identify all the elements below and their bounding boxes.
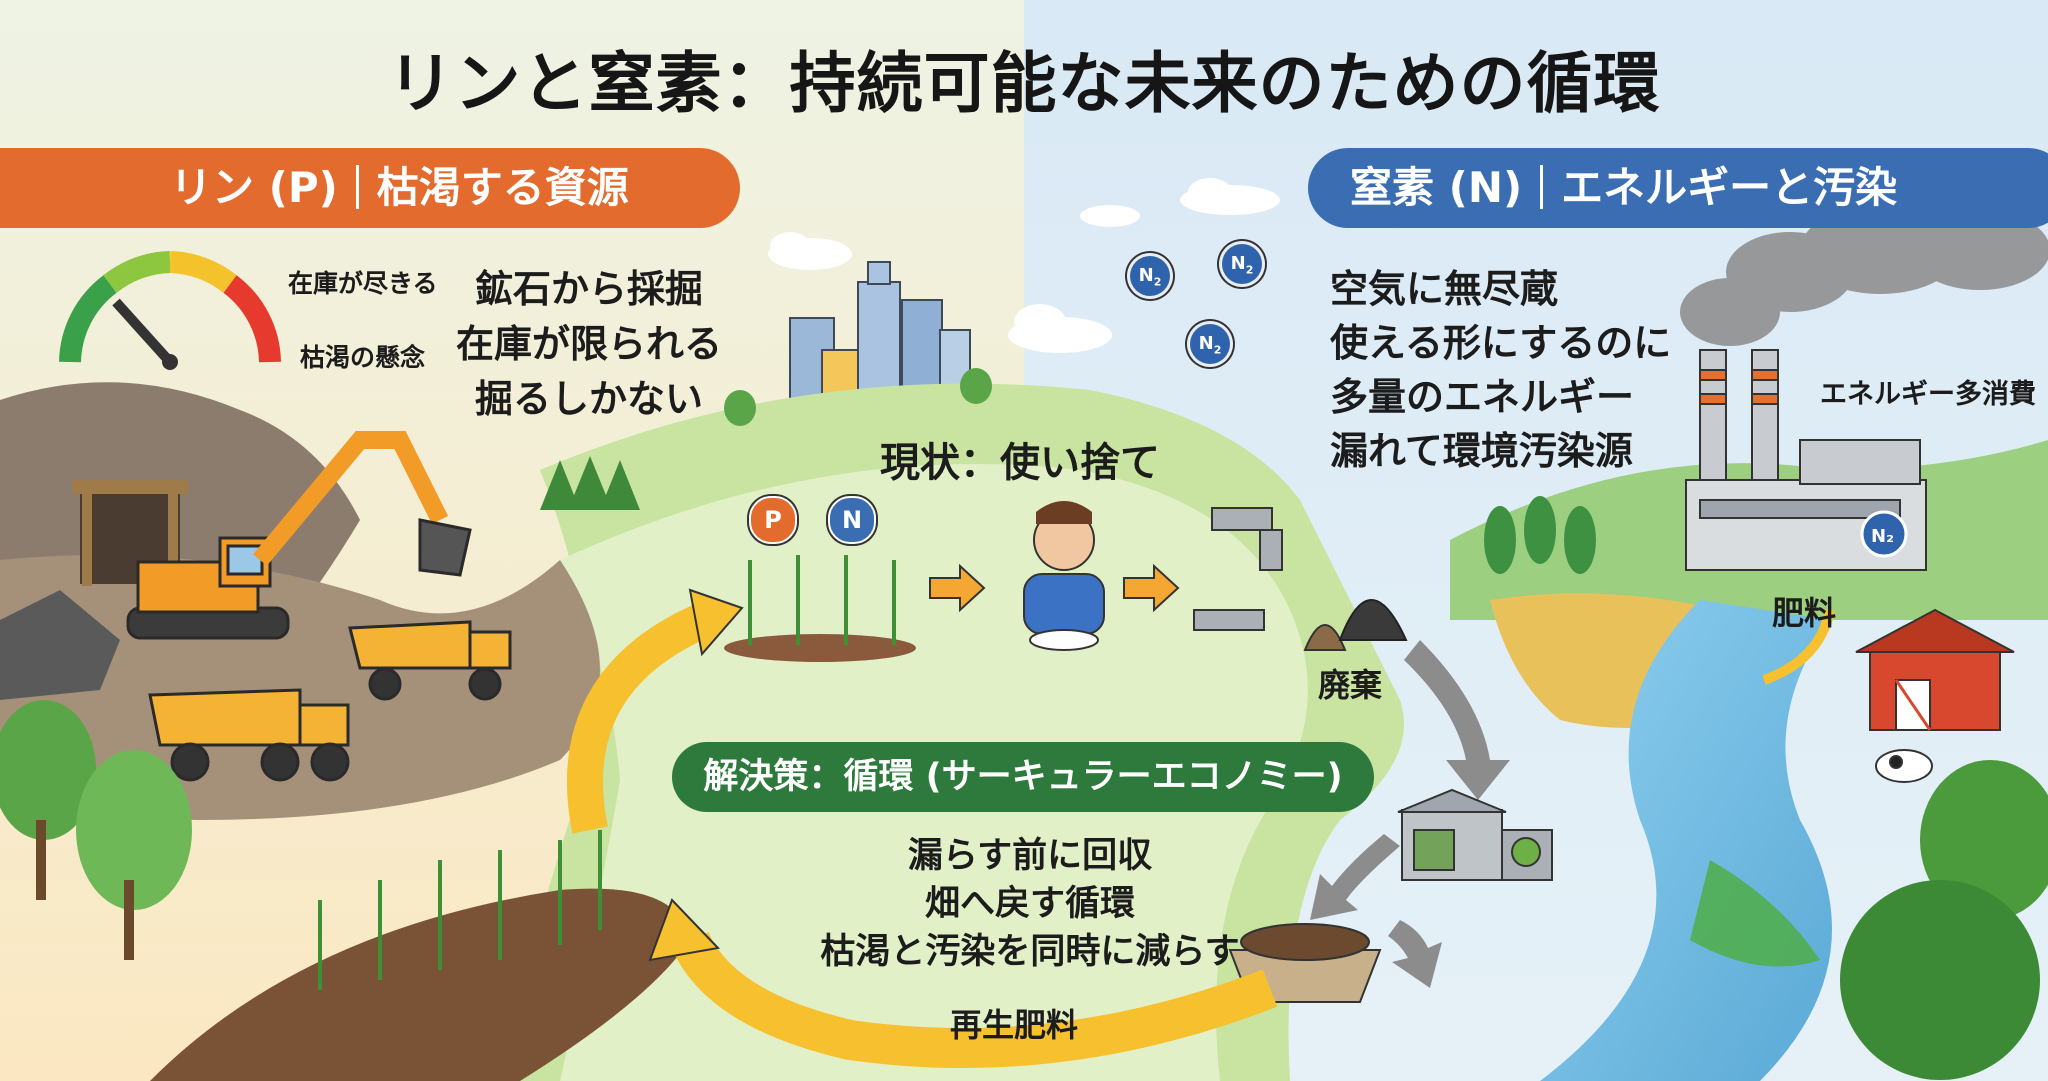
phosphorus-banner: リン (P) 枯渇する資源 [0,148,740,228]
grey-flow-arrows [1310,640,1510,988]
recycling-plant [1397,788,1553,881]
solution-notes: 漏らす前に回収 畑へ戻す循環 枯渇と汚染を同時に減らす [820,832,1240,976]
cycle-arrow-back [671,931,1278,1068]
nitrogen-notes: 空気に無尽蔵 使える形にするのに 多量のエネルギー 漏れて環境汚染源 [1330,262,1671,478]
fertilizer-arrow [1762,608,1835,685]
dump-truck-2 [348,620,512,701]
phosphorus-chip: P [749,496,797,544]
gauge-label-bottom: 枯渇の懸念 [300,343,426,372]
nitrogen-chip: N [828,496,876,544]
nitrogen-note: 空気に無尽蔵 [1330,267,1559,311]
smoke [1680,206,2048,346]
nitrogen-note: 使える形にするのに [1330,321,1672,365]
compost-box [1228,923,1382,1003]
fertilizer-label: 肥料 [1772,594,1837,632]
nitrogen-banner-subtitle: エネルギーと汚染 [1561,163,1898,212]
depletion-gauge [59,251,281,370]
barn [1855,608,2015,731]
phosphorus-banner-subtitle: 枯渇する資源 [376,163,629,212]
energy-label: エネルギー多消費 [1820,379,2036,410]
banner-divider [1540,164,1544,209]
crop-rows [318,830,602,990]
clouds [768,178,1280,353]
n2-molecule-icon: N2 [1130,256,1170,296]
nitrogen-banner: 窒素 (N) エネルギーと汚染 [1308,148,2048,228]
soil-field [150,888,690,1081]
left-trees [0,368,992,960]
nitrogen-note: 漏れて環境汚染源 [1330,429,1633,473]
current-flow [724,501,1408,662]
solution-note: 枯渇と汚染を同時に減らす [820,932,1240,972]
cycle-arrow-up [566,601,716,834]
phosphorus-banner-label: リン (P) [170,163,338,212]
excavator [126,431,472,640]
phosphorus-notes: 鉱石から採掘 在庫が限られる 掘るしかない [456,262,722,427]
solution-note: 畑へ戻す循環 [924,884,1135,924]
nitrogen-note: 多量のエネルギー [1330,375,1635,419]
phosphorus-note: 掘るしかない [475,377,704,421]
nitrogen-banner-label: 窒素 (N) [1350,163,1523,212]
ore-pile [0,590,120,700]
waste-label: 廃棄 [1318,666,1383,704]
gauge-label-top: 在庫が尽きる [288,269,438,298]
page-title: リンと窒素：持続可能な未来のための循環 [387,45,1661,122]
svg-text:N₂: N₂ [1871,526,1894,547]
current-state-title: 現状：使い捨て [880,440,1160,486]
regenerated-fertilizer-label: 再生肥料 [950,1006,1079,1044]
solution-title: 解決策：循環 (サーキュラーエコノミー) [672,742,1374,812]
n2-molecule-icon: N2 [1222,244,1262,284]
dump-truck-1 [148,688,350,782]
solution-note: 漏らす前に回収 [907,836,1153,876]
factory [1685,349,1927,571]
n2-molecule-icon: N2 [1190,324,1230,364]
banner-divider [355,164,359,209]
phosphorus-note: 鉱石から採掘 [475,267,704,311]
n2-bubble-factory: N₂ [1860,510,1908,558]
phosphorus-note: 在庫が限られる [456,322,723,366]
algae-bloom [1690,860,1820,967]
cow [1875,749,1933,783]
right-trees [1484,496,2048,1080]
